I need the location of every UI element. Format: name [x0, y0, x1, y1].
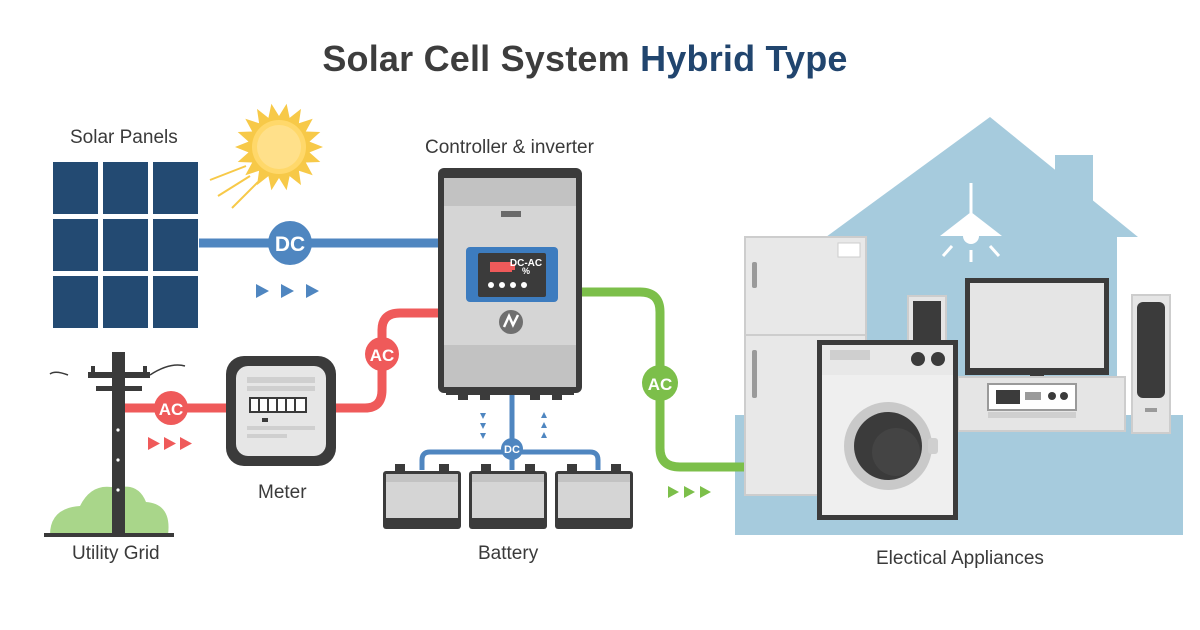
display-percent-label: %	[522, 266, 530, 276]
battery-unit	[555, 464, 633, 529]
utility-pole-icon	[44, 352, 186, 537]
sun-icon	[209, 103, 323, 209]
solar-panel-cell	[153, 276, 198, 328]
solar-panel-cell	[153, 219, 198, 271]
meter-icon	[226, 356, 336, 466]
dc-badge-battery: DC	[501, 438, 523, 460]
stereo-icon	[957, 376, 1126, 432]
battery-label: Battery	[478, 543, 539, 564]
ac-badge-label: AC	[159, 400, 184, 419]
lamp-icon	[940, 183, 1002, 262]
solar-panel-cell	[103, 219, 148, 271]
flow-arrow-icon	[256, 284, 319, 298]
solar-panel-cell	[53, 276, 98, 328]
solar-panel-cell	[103, 162, 148, 214]
tv-icon	[965, 278, 1109, 378]
washing-machine-icon	[817, 340, 958, 520]
battery-unit	[469, 464, 547, 529]
solar-panel-cell	[153, 162, 198, 214]
ac-badge-meter: AC	[365, 337, 399, 371]
inverter-icon	[438, 168, 582, 400]
utility-grid-label: Utility Grid	[72, 543, 160, 564]
solar-panel-icon	[51, 160, 199, 330]
flow-arrow-icon	[480, 412, 547, 439]
ac-badge-label: AC	[370, 346, 395, 365]
flow-arrow-icon	[668, 486, 711, 498]
flow-arrow-icon	[148, 437, 192, 450]
solar-panel-cell	[53, 162, 98, 214]
battery-unit	[383, 464, 461, 529]
controller-label: Controller & inverter	[425, 137, 594, 158]
battery-icon	[383, 464, 633, 529]
speaker-icon	[907, 294, 1171, 434]
solar-panel-cell	[103, 276, 148, 328]
page-title: Solar Cell System Hybrid Type	[0, 38, 1170, 80]
title-main: Solar Cell System	[322, 38, 630, 79]
ac-badge-load: AC	[642, 365, 678, 401]
meter-label: Meter	[258, 482, 307, 503]
ac-badge-label: AC	[648, 375, 673, 394]
solar-panels-label: Solar Panels	[70, 127, 178, 148]
dc-badge-label: DC	[504, 444, 520, 456]
dc-badge-panels: DC	[268, 221, 312, 265]
display-mode-label: DC-AC	[510, 258, 542, 269]
title-accent: Hybrid Type	[640, 38, 848, 79]
appliances-label: Electical Appliances	[876, 548, 1044, 569]
solar-panel-cell	[53, 219, 98, 271]
dc-badge-label: DC	[275, 233, 305, 256]
ac-badge-grid: AC	[154, 391, 188, 425]
